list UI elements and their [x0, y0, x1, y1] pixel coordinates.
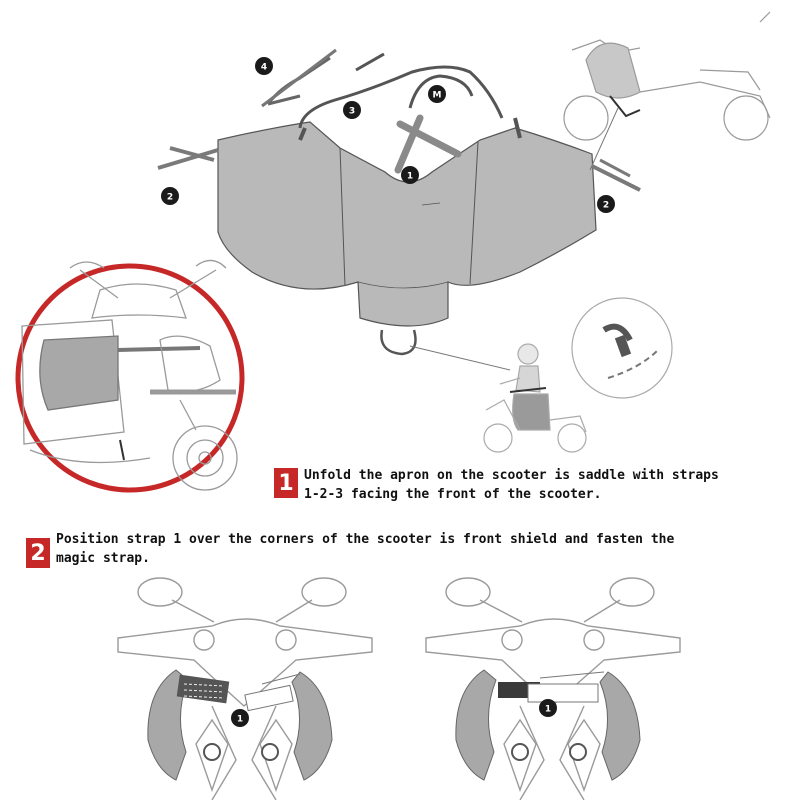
scooter-thumbnail-top	[564, 12, 770, 140]
step-2-badge: 2	[26, 538, 50, 568]
svg-text:1: 1	[237, 715, 243, 725]
instruction-step-2: 2 Position strap 1 over the corners of t…	[26, 530, 796, 568]
strap-3-hoop	[300, 67, 502, 128]
callout-strap-3: 3	[343, 101, 361, 119]
strap-band-right	[528, 684, 598, 702]
svg-text:4: 4	[261, 63, 267, 73]
step-1-text: Unfold the apron on the scooter is saddl…	[304, 466, 719, 504]
rider-illustration	[484, 344, 586, 452]
svg-text:1: 1	[545, 705, 551, 715]
step-2-line-2: magic strap.	[56, 549, 674, 568]
svg-text:3: 3	[349, 107, 355, 117]
callout-strap-2-left: 2	[161, 187, 179, 205]
callout-strap-2-right: 2	[597, 195, 615, 213]
shield-view-left: 1	[118, 578, 372, 800]
strap-3-tail	[356, 54, 384, 70]
strap-band-left	[245, 685, 293, 710]
apron-diagram: 1 2 2 3 4 M	[158, 50, 640, 370]
shield-cover-right-2	[600, 672, 640, 780]
svg-text:1: 1	[407, 172, 413, 182]
callout-shield-right: 1	[539, 699, 557, 717]
shield-cover-left-2	[456, 670, 496, 780]
leader-line-center	[410, 346, 510, 370]
callout-shield-left: 1	[231, 709, 249, 727]
shield-view-right: 1	[426, 578, 680, 800]
step-1-line-1: Unfold the apron on the scooter is saddl…	[304, 466, 719, 485]
step-2-text: Position strap 1 over the corners of the…	[56, 530, 674, 568]
step-1-line-2: 1-2-3 facing the front of the scooter.	[304, 485, 719, 504]
svg-text:M: M	[433, 91, 442, 101]
step-2-line-1: Position strap 1 over the corners of the…	[56, 530, 674, 549]
svg-text:2: 2	[167, 193, 173, 203]
velcro-strap-left	[177, 675, 230, 704]
magic-strap-detail	[572, 298, 672, 398]
callout-strap-1: 1	[401, 166, 419, 184]
instruction-step-1: 1 Unfold the apron on the scooter is sad…	[274, 466, 794, 504]
step-1-badge: 1	[274, 468, 298, 498]
strap-4-loop	[268, 58, 330, 104]
callout-strap-4: 4	[255, 57, 273, 75]
svg-text:2: 2	[603, 201, 609, 211]
shield-cover-right	[292, 672, 332, 780]
scooter-closeup	[18, 260, 242, 490]
bottom-handle-loop	[381, 330, 415, 354]
callout-magic-strap: M	[428, 85, 446, 103]
